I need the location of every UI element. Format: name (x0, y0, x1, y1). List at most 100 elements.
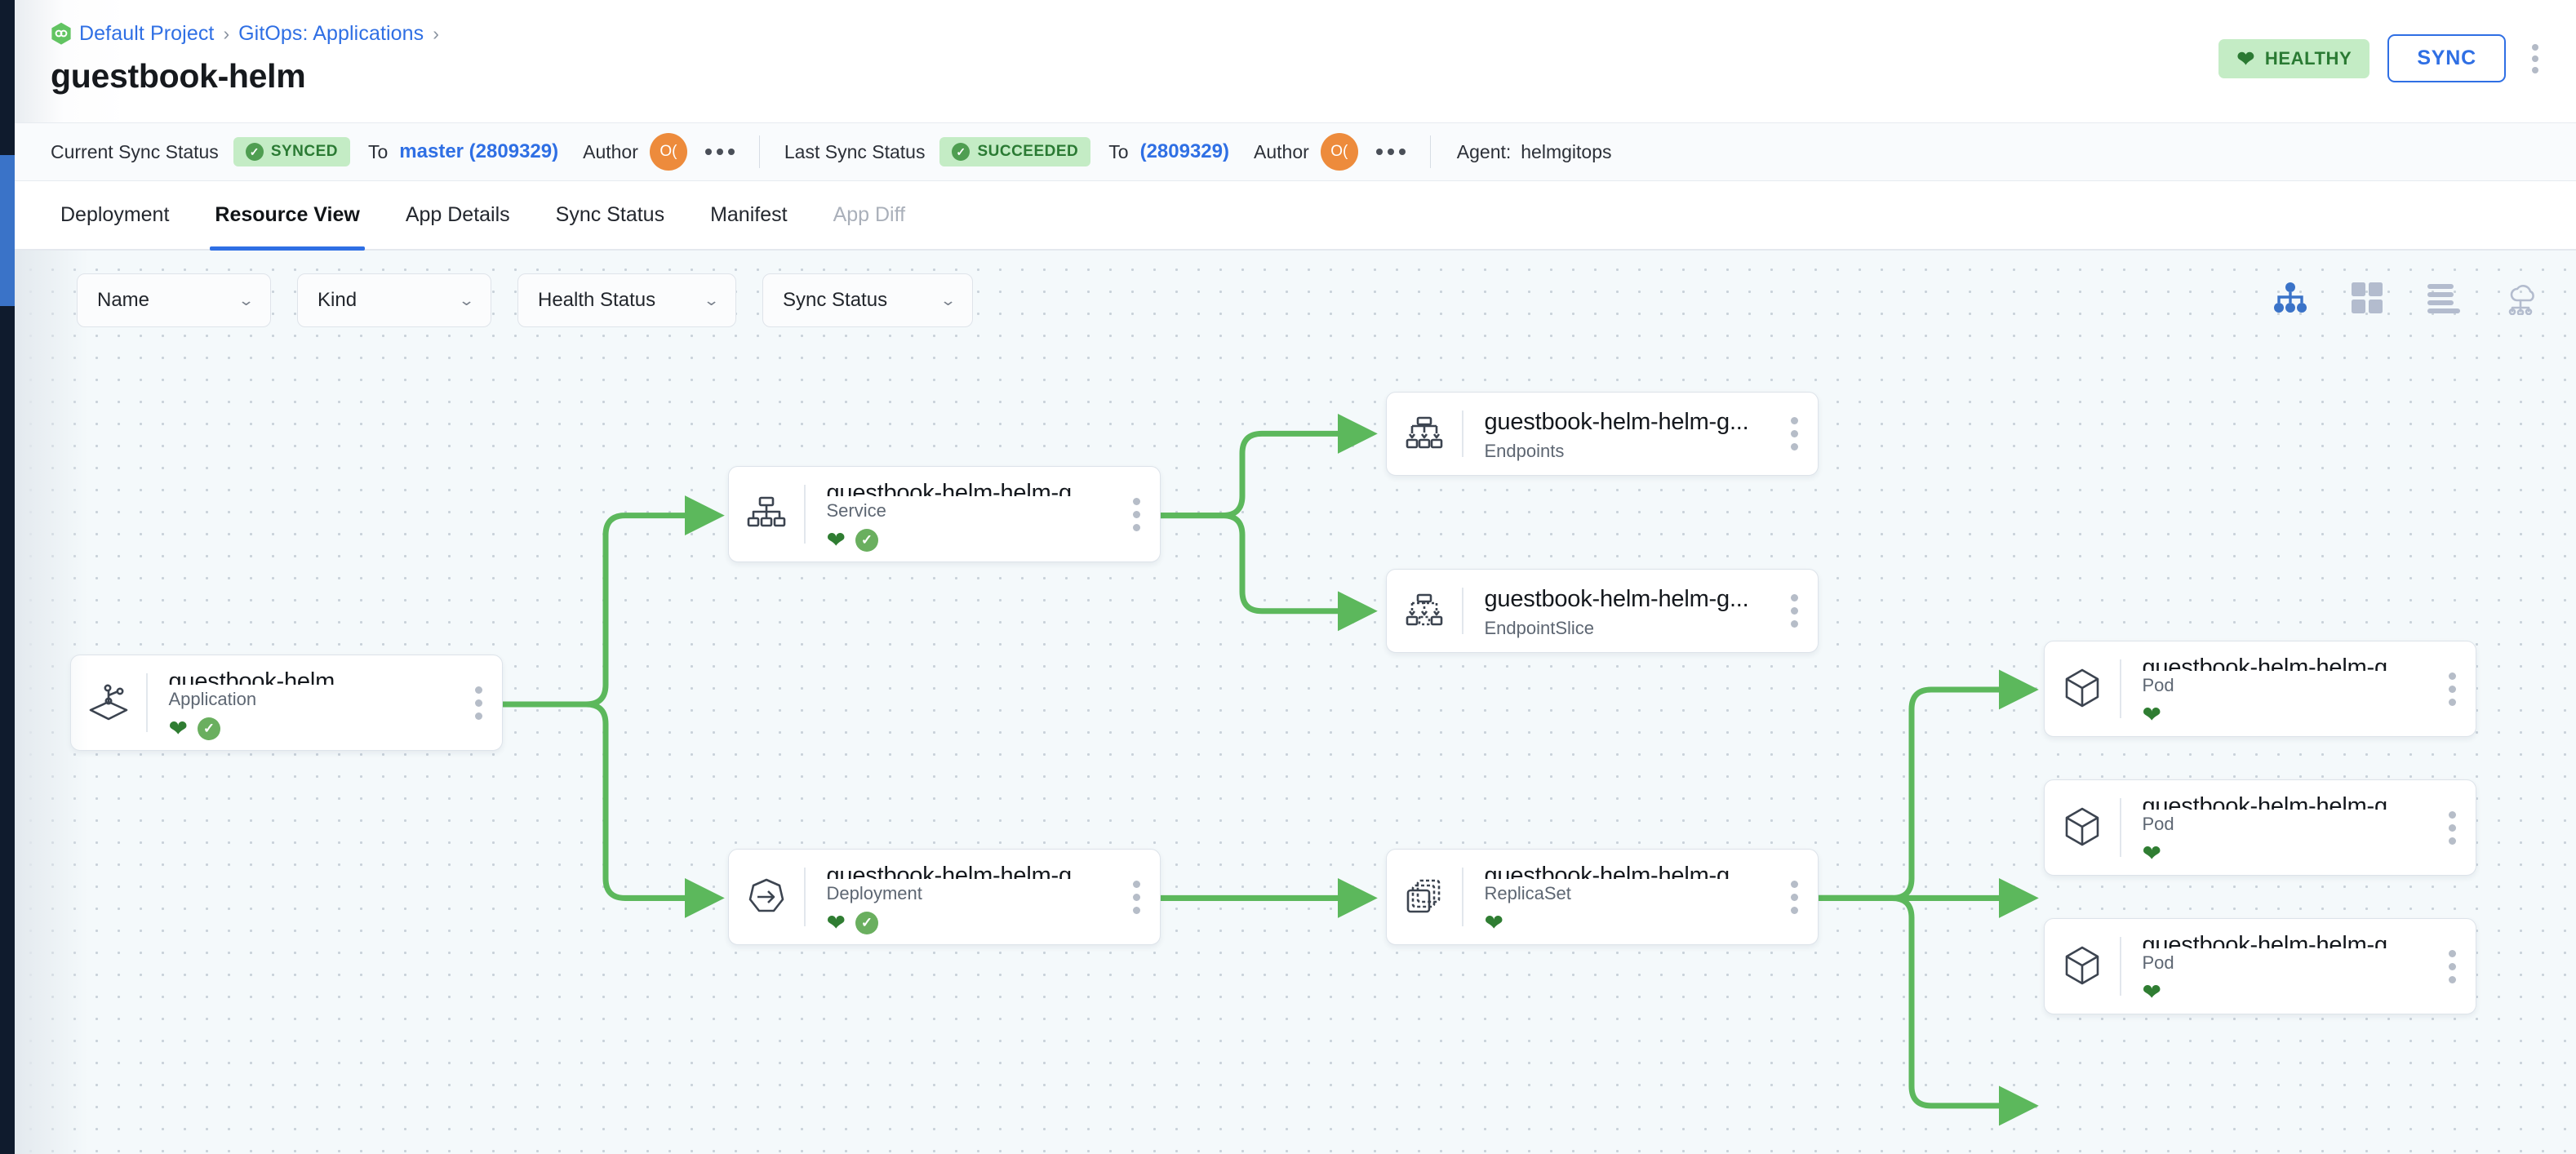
node-status-icons: ❤ ✓ (827, 912, 1106, 934)
tab-manifest[interactable]: Manifest (710, 203, 788, 226)
node-name: guestbook-helm-helm-g... (1484, 409, 1749, 436)
heart-icon: ❤ (2236, 46, 2255, 71)
node-kind: EndpointSlice (1484, 617, 1595, 638)
last-sync-status-badge: ✓ SUCCEEDED (939, 137, 1091, 166)
avatar[interactable]: O( (649, 133, 687, 171)
chevron-down-icon: ⌄ (703, 291, 720, 308)
chevron-down-icon: ⌄ (238, 291, 255, 308)
sync-button[interactable]: SYNC (2387, 34, 2506, 82)
node-body: guestbook-helm-helm-g... Pod ❤ (2121, 641, 2430, 736)
health-badge-label: HEALTHY (2264, 47, 2352, 69)
node-status-icons: ❤ (1485, 912, 1764, 934)
graph-node-endpoints[interactable]: guestbook-helm-helm-g... Endpoints (1386, 392, 1819, 476)
synced-check-icon: ✓ (197, 717, 220, 740)
node-body: guestbook-helm-helm-g... EndpointSlice (1463, 570, 1772, 652)
heart-icon: ❤ (2142, 979, 2161, 1005)
pod-icon (2045, 641, 2120, 736)
current-sync-status-badge-label: SYNCED (270, 143, 338, 160)
graph-node-pod-3[interactable]: guestbook-helm-helm-g... Pod ❤ (2044, 918, 2476, 1014)
endpoints-icon (1387, 393, 1462, 475)
graph-node-application[interactable]: guestbook-helm Application ❤ ✓ (70, 655, 503, 751)
current-author-label: Author (583, 140, 638, 162)
filter-health-status[interactable]: Health Status ⌄ (517, 273, 736, 327)
chevron-down-icon: ⌄ (458, 291, 475, 308)
node-overflow-menu-icon[interactable] (1771, 880, 1818, 914)
node-kind: ReplicaSet (1484, 883, 1571, 903)
header-overflow-menu-icon[interactable] (2524, 39, 2547, 78)
tab-app-details[interactable]: App Details (405, 203, 510, 226)
tab-deployment[interactable]: Deployment (60, 203, 170, 226)
last-sync-status-label: Last Sync Status (784, 140, 926, 162)
filter-name[interactable]: Name ⌄ (77, 273, 271, 327)
node-name: guestbook-helm-helm-g... (2142, 655, 2407, 671)
graph-node-replicaset[interactable]: guestbook-helm-helm-g... ReplicaSet ❤ (1386, 849, 1819, 945)
node-overflow-menu-icon[interactable] (2429, 810, 2476, 845)
filter-kind-label: Kind (318, 289, 358, 311)
node-kind: Pod (2142, 675, 2174, 695)
last-sync-more-icon[interactable] (1375, 149, 1406, 155)
filter-health-status-label: Health Status (538, 289, 656, 311)
network-topology-icon[interactable] (2501, 278, 2540, 317)
node-overflow-menu-icon[interactable] (455, 686, 502, 720)
breadcrumb-section[interactable]: GitOps: Applications (238, 21, 424, 45)
node-overflow-menu-icon[interactable] (1113, 497, 1160, 531)
divider (1462, 411, 1463, 457)
grid-view-icon[interactable] (2347, 278, 2387, 317)
breadcrumb-separator-2: › (433, 22, 439, 44)
graph-node-pod-1[interactable]: guestbook-helm-helm-g... Pod ❤ (2044, 641, 2476, 737)
node-status-icons: ❤ (2143, 981, 2422, 1004)
tab-app-diff: App Diff (833, 203, 906, 226)
graph-node-pod-2[interactable]: guestbook-helm-helm-g... Pod ❤ (2044, 779, 2476, 876)
filter-bar: Name ⌄ Kind ⌄ Health Status ⌄ Sync Statu… (77, 273, 973, 327)
node-overflow-menu-icon[interactable] (2429, 672, 2476, 706)
node-overflow-menu-icon[interactable] (1113, 880, 1160, 914)
node-name: guestbook-helm-helm-g... (826, 480, 1091, 496)
current-sync-status-badge: ✓ SYNCED (233, 137, 350, 166)
divider (1462, 588, 1463, 634)
synced-check-icon: ✓ (855, 529, 878, 552)
tab-bar: Deployment Resource View App Details Syn… (15, 181, 2576, 251)
divider (804, 868, 806, 926)
graph-node-service[interactable]: guestbook-helm-helm-g... Service ❤ ✓ (728, 466, 1161, 562)
endpointslice-icon (1387, 570, 1462, 652)
avatar[interactable]: O( (1320, 133, 1358, 171)
divider (804, 485, 806, 544)
check-circle-icon: ✓ (952, 143, 970, 161)
filter-kind[interactable]: Kind ⌄ (297, 273, 491, 327)
project-icon (51, 22, 72, 46)
last-revision-link[interactable]: (2809329) (1139, 140, 1229, 162)
pod-icon (2045, 780, 2120, 875)
node-body: guestbook-helm-helm-g... Service ❤ ✓ (806, 467, 1114, 561)
current-sync-more-icon[interactable] (704, 149, 735, 155)
node-name: guestbook-helm-helm-g... (2142, 793, 2407, 810)
last-to-label: To (1108, 140, 1129, 162)
tree-view-icon[interactable] (2271, 278, 2310, 317)
current-to-label: To (368, 140, 389, 162)
heart-icon: ❤ (2142, 702, 2161, 727)
node-body: guestbook-helm-helm-g... Endpoints (1463, 393, 1772, 475)
node-overflow-menu-icon[interactable] (1771, 594, 1818, 628)
divider (1462, 868, 1463, 926)
current-revision-link[interactable]: master (2809329) (399, 140, 559, 162)
resource-graph-canvas[interactable]: Name ⌄ Kind ⌄ Health Status ⌄ Sync Statu… (15, 251, 2576, 1154)
heart-icon: ❤ (2142, 841, 2161, 866)
page-header: Default Project › GitOps: Applications ›… (15, 0, 2576, 122)
node-name: guestbook-helm-helm-g... (1484, 586, 1749, 613)
graph-node-endpointslice[interactable]: guestbook-helm-helm-g... EndpointSlice (1386, 569, 1819, 653)
node-overflow-menu-icon[interactable] (1771, 417, 1818, 451)
graph-layer: guestbook-helm Application ❤ ✓ (15, 251, 2576, 1154)
graph-node-deployment[interactable]: guestbook-helm-helm-g... Deployment ❤ ✓ (728, 849, 1161, 945)
breadcrumb-project[interactable]: Default Project (79, 21, 215, 45)
last-sync-status-badge-label: SUCCEEDED (977, 143, 1079, 160)
tab-sync-status[interactable]: Sync Status (555, 203, 665, 226)
node-status-icons: ❤ (2143, 842, 2422, 865)
tab-resource-view[interactable]: Resource View (192, 181, 382, 251)
filter-sync-status[interactable]: Sync Status ⌄ (762, 273, 973, 327)
filter-name-label: Name (97, 289, 150, 311)
node-body: guestbook-helm Application ❤ ✓ (148, 655, 456, 750)
status-badge-health: ❤ HEALTHY (2218, 38, 2370, 78)
node-body: guestbook-helm-helm-g... ReplicaSet ❤ (1463, 850, 1772, 944)
node-overflow-menu-icon[interactable] (2429, 949, 2476, 983)
list-view-icon[interactable] (2424, 278, 2463, 317)
